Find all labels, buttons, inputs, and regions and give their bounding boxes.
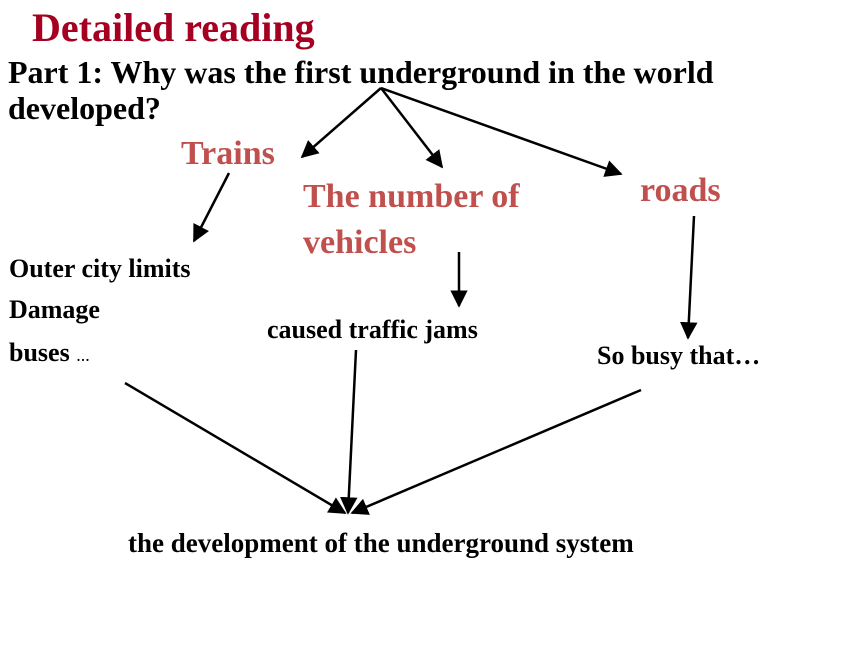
arrow-trains-to-details	[192, 172, 231, 243]
arrow-traffic-to-result	[340, 349, 358, 515]
trains-detail-damage: Damage	[9, 295, 100, 324]
question-heading: Part 1: Why was the first underground in…	[8, 54, 714, 126]
cause-trains: Trains	[181, 135, 275, 172]
vehicles-effect: caused traffic jams	[267, 315, 478, 344]
cause-vehicles: The number of vehicles	[303, 178, 520, 261]
arrow-buses-to-result	[124, 381, 347, 515]
trains-detail-buses: buses ...	[9, 340, 90, 366]
buses-label: buses	[9, 338, 70, 367]
arrow-roads-to-effect	[680, 215, 698, 340]
result-text: the development of the underground syste…	[128, 528, 634, 558]
slide-title: Detailed reading	[32, 5, 315, 50]
arrow-busy-to-result	[350, 388, 642, 515]
cause-roads: roads	[640, 172, 721, 209]
trains-detail-outer-city-limits: Outer city limits	[9, 254, 191, 283]
buses-ellipsis: ...	[76, 345, 90, 365]
roads-effect: So busy that…	[597, 341, 761, 370]
